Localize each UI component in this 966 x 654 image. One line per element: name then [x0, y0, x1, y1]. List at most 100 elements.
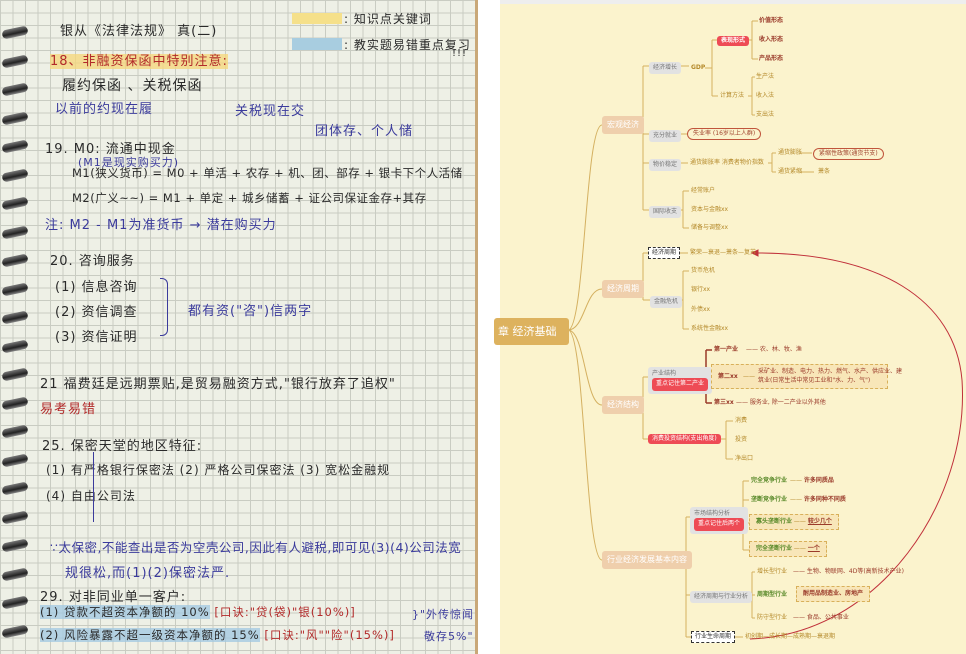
node-crisis-item[interactable]: 货币危机 — [691, 267, 716, 274]
node-cycle-item[interactable]: 增长型行业 — [757, 568, 788, 575]
note-line: 履约保函 、关税保函 — [62, 78, 203, 94]
node-growth[interactable]: 经济增长 — [649, 62, 682, 74]
node-unemployment[interactable]: 失业率 (16岁以上人群) — [687, 128, 762, 140]
node-form-item[interactable]: 产品形态 — [759, 55, 784, 62]
binding-ring — [1, 424, 29, 439]
node-crisis[interactable]: 金融危机 — [650, 296, 683, 308]
node-cycle-box[interactable]: 经济周期 — [648, 247, 681, 259]
node-gdp[interactable]: GDP — [691, 64, 706, 71]
node-consume-item[interactable]: 净出口 — [735, 455, 754, 462]
node-cycle-item[interactable]: 防守型行业 — [757, 614, 788, 621]
label: 完全垄断行业 — [756, 545, 793, 552]
exclaim: !!! — [452, 48, 468, 59]
node-third[interactable]: 第三xx — [714, 399, 734, 406]
node-crisis-item[interactable]: 外债xx — [691, 306, 711, 313]
desc: 许多同种不同质 — [803, 496, 846, 503]
node-cycle-item[interactable]: 周期型行业 — [757, 591, 788, 598]
node-tight-policy[interactable]: 紧缩性政策(通货节支) — [813, 148, 884, 160]
node-crisis-item[interactable]: 系统性金融xx — [691, 325, 729, 332]
node-market[interactable]: 市场结构分析重点记住后两个 — [690, 507, 749, 534]
node-industry[interactable]: 行业经济发展基本内容 — [602, 551, 692, 569]
note-line: M2(广义~~) = M1 + 单定 + 城乡储蓄 + 证公司保证金存+其存 — [72, 191, 427, 205]
node-price[interactable]: 物价稳定 — [649, 159, 682, 171]
node-life-seq[interactable]: 初创期—成长期—成熟期—衰退期 — [745, 633, 836, 640]
binding-ring — [1, 224, 29, 240]
node-crisis-item[interactable]: 银行xx — [691, 286, 711, 293]
node-calc-item[interactable]: 生产法 — [756, 73, 775, 80]
note-line: ∵太保密,不能查出是否为空壳公司,因此有人避税,即可见(3)(4)公司法宽 — [50, 540, 462, 555]
label: 市场结构分析 — [694, 510, 731, 517]
binding-ring — [1, 367, 29, 382]
binding-ring — [1, 167, 29, 183]
node-first[interactable]: 第一产业 — [714, 346, 739, 353]
legend-swatch-yellow — [292, 13, 342, 24]
binding-ring — [1, 481, 29, 496]
note-line: (2) 风险暴露不超一级资本净额的 15% [口诀:"风""险"(15%)] — [40, 627, 395, 643]
node-form-item[interactable]: 价值形态 — [759, 17, 784, 24]
note-line: 关税现在交 — [235, 104, 306, 119]
note-line: (2) 资信调查 — [55, 305, 138, 320]
note-line: (M1是现实购买力) — [78, 156, 180, 169]
label: 寡头垄断行业 — [756, 518, 793, 525]
node-depression[interactable]: 萧条 — [818, 168, 831, 175]
handwritten-notebook-page: 银从《法律法规》 真(二) : 知识点关键词 : 教实题易错重点复习 !!! 1… — [0, 0, 478, 654]
note-line: 团体存、个人储 — [315, 124, 414, 139]
node-bop-item[interactable]: 资本与金融xx — [691, 206, 729, 213]
label: 第二xx — [718, 373, 738, 380]
node-consume-item[interactable]: 消费 — [735, 417, 748, 424]
node-inflation-rate[interactable]: 通货膨胀率 消费者物价指数 — [690, 159, 764, 166]
node-industry-structure[interactable]: 产业结构重点记住第二产业 — [648, 367, 713, 394]
legend-swatch-blue — [292, 38, 342, 50]
note-line: 注: M2 - M1为准货币 → 潜在购买力 — [45, 218, 277, 233]
node-cycle-desc-box[interactable]: 耐用品制造业、房地产 — [796, 586, 871, 602]
node-cycle-desc: —— 生物、物联网、4D等(高新技术产业) — [793, 568, 905, 575]
node-cycle-seq[interactable]: 繁荣—衰退—萧条—复苏 — [690, 249, 757, 256]
note-line: 19. M0: 流通中现金 — [45, 142, 176, 157]
node-forms[interactable]: 表现形式 — [717, 36, 750, 46]
node-market-item[interactable]: 完全竞争行业 — [751, 477, 788, 484]
node-macro-economy[interactable]: 宏观经济 — [602, 116, 644, 134]
node-calc[interactable]: 计算方法 — [720, 92, 745, 99]
key-badge: 重点记住后两个 — [694, 518, 745, 531]
legend-label: : 知识点关键词 — [344, 12, 432, 26]
text: [口诀:"贷(袋)"银(10%)] — [214, 605, 356, 619]
binding-ring — [1, 82, 29, 97]
desc: 筑业(日常生活中常见工业和"水、力、气") — [758, 377, 871, 384]
node-life-cycle[interactable]: 行业生命周期 — [691, 631, 736, 643]
note-line: }"外传惊闻 — [412, 608, 475, 621]
node-market-item[interactable]: 垄断竞争行业 — [751, 496, 788, 503]
desc: 耐用品制造业、房地产 — [803, 590, 864, 597]
node-bop-item[interactable]: 经常账户 — [691, 187, 716, 194]
node-employment[interactable]: 充分就业 — [649, 130, 682, 142]
node-consume-item[interactable]: 投资 — [735, 436, 748, 443]
node-market-item[interactable]: 完全垄断行业 —— 一个 — [749, 541, 827, 557]
binding-ring — [1, 509, 29, 525]
node-bop-item[interactable]: 储备与调整xx — [691, 224, 729, 231]
binding-ring — [1, 395, 29, 411]
node-inflation[interactable]: 通货膨胀 — [778, 149, 803, 156]
root-node[interactable]: 章 经济基础 — [494, 318, 569, 345]
node-market-desc: —— 许多同质品 — [790, 477, 834, 484]
node-calc-item[interactable]: 收入法 — [756, 92, 775, 99]
node-market-item[interactable]: 寡头垄断行业 —— 较少几个 — [749, 514, 839, 530]
node-bop[interactable]: 国际收支 — [649, 206, 682, 218]
bracket — [160, 278, 168, 336]
note-line: 18、非融资保函中特别注意: — [50, 50, 228, 69]
desc: 许多同质品 — [803, 477, 834, 484]
node-cycle[interactable]: 经济周期 — [602, 280, 644, 298]
dash: —— — [743, 373, 755, 380]
note-line: 21 福费廷是远期票贴,是贸易融资方式,"银行放弃了追权" — [40, 377, 396, 392]
arrow-line — [93, 452, 94, 522]
node-deflation[interactable]: 通货紧缩 — [778, 168, 803, 175]
node-calc-item[interactable]: 支出法 — [756, 111, 775, 118]
key-badge: 重点记住第二产业 — [652, 378, 709, 391]
binding-ring — [1, 253, 29, 268]
binding-ring — [1, 196, 29, 211]
node-consume[interactable]: 消费投资结构(支出角度) — [648, 434, 721, 444]
note-line: 29. 对非同业单一客户: — [40, 590, 187, 605]
node-second-box[interactable]: 第二xx —— 采矿业、制造、电力、热力、燃气、水产、供应业、建 筑业(日常生活… — [711, 364, 902, 389]
node-structure[interactable]: 经济结构 — [602, 396, 644, 414]
node-cycle-industry[interactable]: 经济周期与行业分析 — [690, 591, 753, 603]
binding-ring — [1, 110, 29, 126]
node-form-item[interactable]: 收入形态 — [759, 36, 784, 43]
